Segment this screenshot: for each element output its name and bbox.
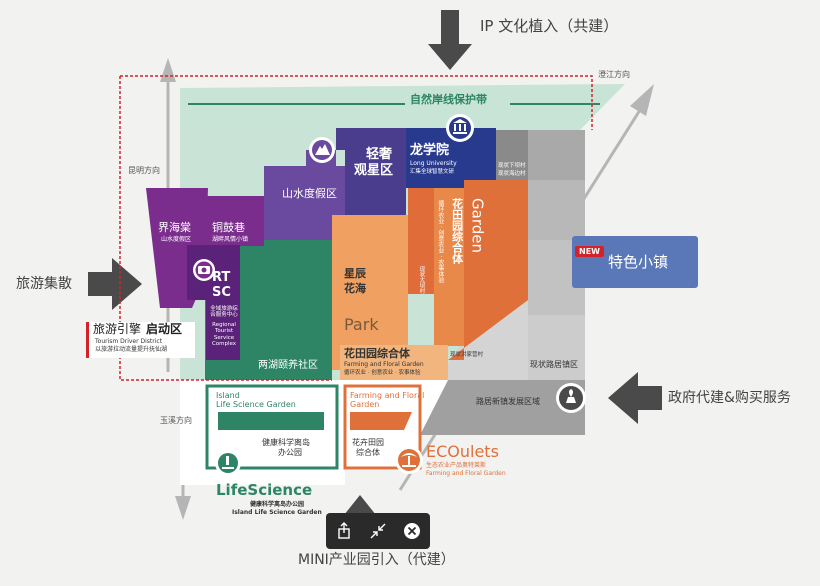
twin-lake-zone	[242, 240, 332, 380]
garden-en: Garden	[468, 198, 487, 253]
ecoulets-cn: 生态农业产品奥特莱斯	[426, 462, 487, 469]
village-block-2	[528, 130, 585, 180]
longxue-en: Long University	[410, 160, 457, 167]
complex-cn: 花田园综合体	[344, 347, 410, 360]
rtsc-sub: 全域旅游综合服务中心	[210, 306, 238, 319]
ecoulets-brand: ECOulets	[426, 442, 499, 461]
share-button[interactable]	[332, 519, 356, 543]
driver-district-box: 旅游引擎 启动区 Tourism Driver District 以旅游拉动流量…	[86, 322, 195, 358]
complex-en: Farming and Floral Garden	[344, 361, 424, 368]
driver-sub: 以旅游拉动流量提升抚仙湖	[95, 346, 168, 353]
kunming-arrow-head	[160, 58, 176, 82]
farm-cn-2: 综合体	[356, 448, 380, 457]
jiehaitang-label: 界海棠	[158, 221, 191, 234]
coast-band-label: 自然岸线保护带	[410, 93, 487, 106]
island-cn-2: 办公园	[278, 448, 302, 457]
lifescience-bar	[218, 412, 324, 430]
stargaze-label-2: 观星区	[354, 163, 394, 178]
yuxi-direction-label: 玉溪方向	[160, 416, 192, 425]
left-dark-arrow	[88, 258, 142, 310]
complex-label-band	[340, 345, 448, 380]
garden-cn: 花田园综合体	[450, 198, 464, 264]
right-dark-arrow	[608, 372, 662, 424]
existing-village-4: 现状洪家营村	[450, 352, 484, 358]
mountain-icon	[309, 137, 335, 163]
garden-strip-1	[408, 188, 434, 294]
ecoulets-en: Farming and Floral Garden	[426, 470, 506, 477]
park-zone	[332, 215, 408, 370]
driver-title-a: 旅游引擎	[93, 322, 142, 336]
park-en: Park	[344, 315, 379, 334]
longxue-sub: 汇集全球智慧文研	[410, 169, 455, 175]
kunming-direction-label: 昆明方向	[128, 166, 160, 175]
longxue-label: 龙学院	[410, 143, 450, 158]
island-en-2: Life Science Garden	[216, 400, 296, 409]
farm-en-2: Garden	[350, 400, 380, 409]
village-block-1	[496, 130, 528, 180]
top-dark-arrow	[428, 10, 472, 70]
tourism-hub-label: 旅游集散	[16, 276, 72, 292]
tonggu-label: 铜鼓巷	[212, 221, 245, 234]
ip-culture-label: IP 文化植入（共建）	[480, 17, 619, 35]
park-cn-1: 星辰	[344, 267, 366, 280]
driver-boundary-left	[119, 76, 332, 381]
coast-band	[180, 84, 625, 130]
mini-park-label: MINI产业园引入（代建）	[298, 552, 455, 568]
existing-residential: 现状路居镇区	[530, 360, 578, 369]
shanshui-label: 山水度假区	[282, 187, 337, 200]
lifescience-brand: LifeScience	[216, 481, 313, 499]
rtsc-label-2: SC	[212, 285, 231, 300]
share-icon	[338, 522, 350, 539]
farm-en-1: Farming and Floral	[350, 391, 425, 400]
microscope-icon	[215, 450, 241, 476]
chengjiang-arrow-head	[630, 84, 654, 116]
rtsc-en: Regional Tourist Service Complex	[211, 322, 237, 347]
chengjiang-direction-label: 澄江方向	[598, 70, 630, 79]
temple-icon	[446, 114, 474, 142]
new-town-area	[420, 380, 585, 435]
village-block-3	[528, 180, 585, 240]
island-cn-1: 健康科学离岛	[262, 438, 310, 447]
village-block-5	[528, 315, 585, 380]
jiehaitang-sub: 山水度假区	[161, 236, 192, 243]
collapse-button[interactable]	[366, 519, 390, 543]
close-button[interactable]	[400, 519, 424, 543]
existing-village-3: 现状大坝村	[418, 266, 425, 294]
hand-plant-icon	[556, 383, 586, 413]
new-badge: NEW	[575, 246, 604, 257]
existing-village-2: 现状海边村	[498, 171, 526, 177]
special-town-label: 特色小镇	[608, 253, 669, 271]
stargaze-zone	[336, 128, 406, 215]
farm-bar	[350, 412, 412, 430]
collapse-icon	[370, 523, 386, 539]
driver-en: Tourism Driver District	[95, 338, 163, 345]
driver-boundary-top	[120, 75, 593, 130]
yuxi-arrow-head	[175, 496, 191, 520]
complex-sub: 循环农业 · 创意农业 · 农事体验	[344, 370, 421, 376]
palm-island-icon	[395, 446, 423, 474]
camera-icon	[193, 259, 215, 281]
garden-strip-2	[434, 188, 464, 346]
lifescience-en: Island Life Science Garden	[232, 509, 322, 516]
stargaze-label-1: 轻奢	[366, 147, 393, 162]
rtsc-label-1: RT	[212, 270, 231, 285]
garden-zone	[448, 180, 528, 360]
park-cn-2: 花海	[344, 282, 366, 295]
garden-note: 循环农业 · 创意农业 · 农事体验	[436, 200, 444, 284]
gov-service-label: 政府代建&购买服务	[668, 390, 791, 406]
island-en-1: Island	[216, 391, 240, 400]
existing-village-1: 现状下坝村	[498, 163, 526, 169]
twin-lake-label: 两湖颐养社区	[258, 360, 318, 371]
lifescience-cn: 健康科学离岛办公园	[250, 501, 305, 508]
driver-title-b: 启动区	[146, 322, 183, 336]
farm-cn-1: 花卉田园	[352, 438, 384, 447]
close-icon	[404, 523, 420, 539]
shanshui-zone	[264, 166, 345, 240]
tonggu-zone	[205, 196, 264, 246]
new-town-label: 路居新镇发展区域	[476, 397, 540, 406]
tonggu-sub: 湖畔风情小镇	[212, 236, 249, 243]
image-toolbar	[326, 513, 430, 549]
